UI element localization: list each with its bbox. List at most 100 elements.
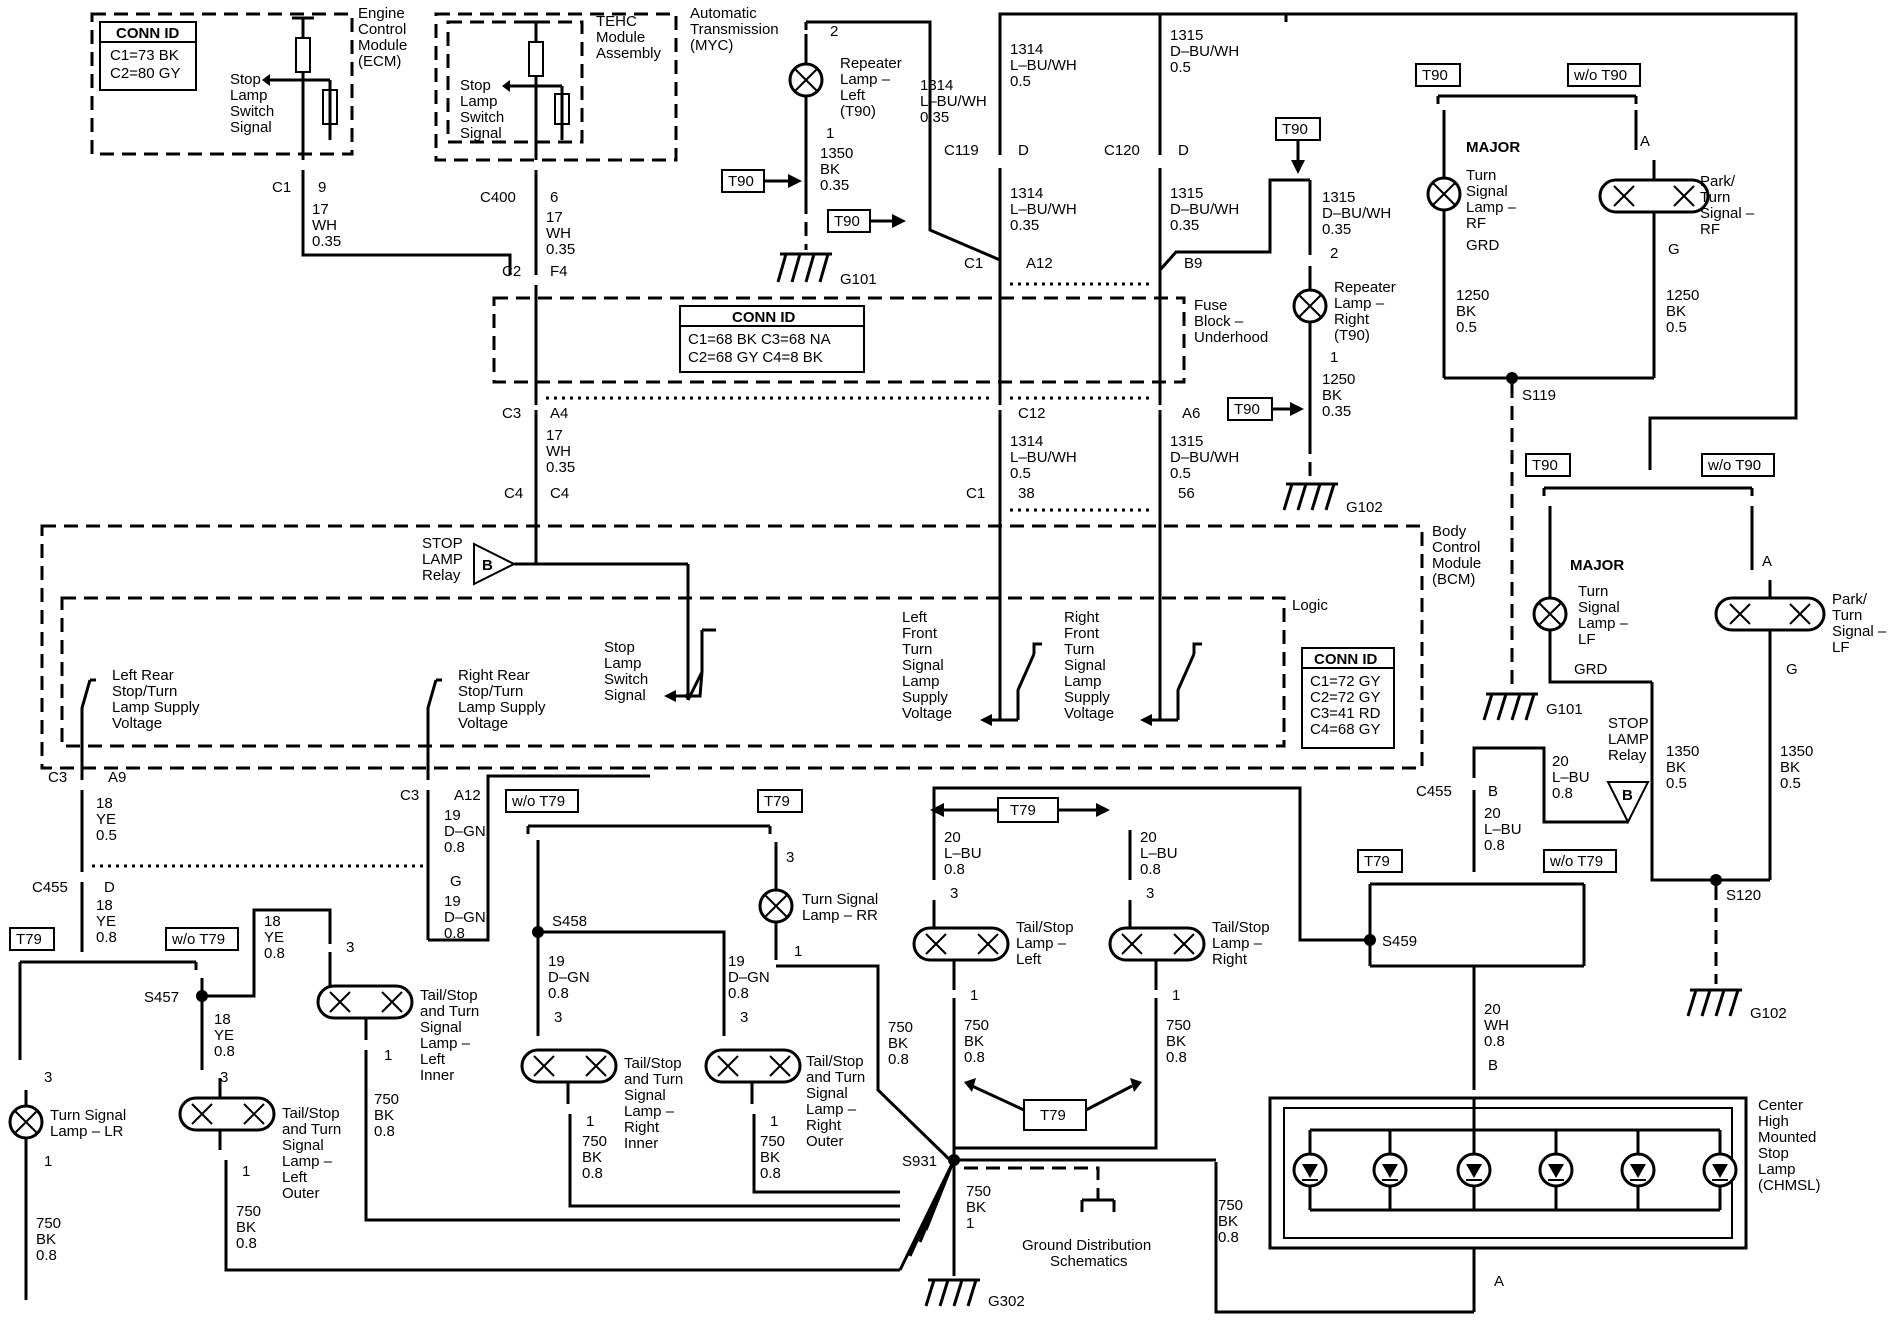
wire-label: 0.35 <box>1322 403 1351 420</box>
bcm-label: (BCM) <box>1432 571 1475 588</box>
wire-label: 1314 <box>920 77 953 94</box>
ecm-conn-id-line: C2=80 GY <box>110 65 180 82</box>
front-turn-wires: 1314 L–BU/WH 0.35 1314 L–BU/WH 0.5 C119 … <box>920 12 1798 470</box>
chmsl-lamp: Center High Mounted Stop Lamp (CHMSL) A <box>1214 1096 1821 1314</box>
lamp-label: Lamp – <box>1466 199 1517 216</box>
tehc-signal-label: Switch <box>460 109 504 126</box>
wire-label: 0.35 <box>312 233 341 250</box>
wire-label: 0.8 <box>214 1043 235 1060</box>
bcm-text: Lamp <box>902 673 940 690</box>
splice-label: S459 <box>1382 933 1417 950</box>
lamp-label: Signal – <box>1700 205 1755 222</box>
rf-lamps: T90 w/o T90 MAJOR Turn Signal Lamp – RF … <box>1415 63 1755 690</box>
wire-label: 0.8 <box>888 1051 909 1068</box>
wire-label: 0.8 <box>1484 1033 1505 1050</box>
option-tag: T90 <box>1282 121 1308 138</box>
ground-label: G101 <box>840 271 877 288</box>
connector-pin: 1 <box>770 1113 778 1130</box>
bcm-conn-id-line: C1=72 GY <box>1310 673 1380 690</box>
connector-pin: F4 <box>550 263 568 280</box>
rear-center-wiring: S458 19 D–GN 0.8 19 D–GN 0.8 3 3 Tail/St… <box>520 840 952 1208</box>
connector-label: C2 <box>502 263 521 280</box>
lamp-label: Tail/Stop <box>282 1105 340 1122</box>
myc-label: Transmission <box>690 21 779 38</box>
wire-label: 0.8 <box>582 1165 603 1182</box>
connector-pin: 3 <box>950 885 958 902</box>
connector-pin: G <box>1668 241 1680 258</box>
stop-lamp-relay-right <box>1606 781 1650 825</box>
connector-pin: 2 <box>1330 245 1338 262</box>
stop-lamp-relay <box>473 542 517 586</box>
wire-label: 1315 <box>1170 433 1203 450</box>
wire-label: L–BU/WH <box>1010 201 1077 218</box>
wire-label: 1350 <box>1780 743 1813 760</box>
led-icon <box>1620 1130 1656 1210</box>
connector-pin: A9 <box>108 769 126 786</box>
led-icon <box>1456 1098 1492 1210</box>
wire-label: 0.35 <box>1010 217 1039 234</box>
wire-label: 0.8 <box>444 925 465 942</box>
relay-label: Relay <box>1608 747 1647 764</box>
connector-pin: A <box>1494 1273 1504 1290</box>
wire-label: 750 <box>964 1017 989 1034</box>
ecm-signal-label: Switch <box>230 103 274 120</box>
wire-label: 18 <box>96 897 113 914</box>
relay-label: LAMP <box>422 551 463 568</box>
repeater-lamp-left: 2 Repeater Lamp – Left (T90) 1 1350 BK 0… <box>721 20 1001 288</box>
wire-label: 0.5 <box>1010 73 1031 90</box>
wire-label: 1250 <box>1666 287 1699 304</box>
body-control-module: Body Control Module (BCM) Logic CONN ID … <box>40 523 1481 780</box>
connector-pin: 6 <box>550 189 558 206</box>
wire-label: 1314 <box>1010 185 1043 202</box>
ground-dist-label: Schematics <box>1050 1253 1128 1270</box>
stop-switch-wires: C1 9 17 WH 0.35 C400 6 17 WH 0.35 C2 F4 <box>272 170 575 280</box>
chmsl-label: (CHMSL) <box>1758 1177 1821 1194</box>
wire-label: 750 <box>236 1203 261 1220</box>
connector-pin: 3 <box>554 1009 562 1026</box>
bcm-conn-id-line: C2=72 GY <box>1310 689 1380 706</box>
grd-label: GRD <box>1574 661 1608 678</box>
lamp-label: Signal <box>1466 183 1508 200</box>
wire-label: 750 <box>1218 1197 1243 1214</box>
bcm-conn-id-line: C3=41 RD <box>1310 705 1381 722</box>
myc-label: (MYC) <box>690 37 733 54</box>
bcm-text: Stop/Turn <box>112 683 177 700</box>
wire-label: 20 <box>1484 1001 1501 1018</box>
splice-label: S457 <box>144 989 179 1006</box>
wire-label: 750 <box>582 1133 607 1150</box>
wire-label: YE <box>214 1027 234 1044</box>
wire-label: 18 <box>96 795 113 812</box>
ground-g101-top: G101 <box>776 252 877 288</box>
major-label: MAJOR <box>1570 557 1624 574</box>
bcm-text: Front <box>902 625 938 642</box>
wire-label: 1350 <box>820 145 853 162</box>
bcm-label: Module <box>1432 555 1481 572</box>
wire-label: 18 <box>214 1011 231 1028</box>
lamp-label: Left <box>1016 951 1042 968</box>
relay-letter: B <box>482 557 493 574</box>
wire-label: L–BU <box>944 845 982 862</box>
rear-left-wiring: C3 A9 18 YE 0.5 C455 D 18 YE 0.8 T79 w/o… <box>8 769 900 1300</box>
connector-pin: 1 <box>1330 349 1338 366</box>
wire-label: BK <box>1666 759 1686 776</box>
connector-label: C1 <box>272 179 291 196</box>
lamp-label: Turn <box>1700 189 1730 206</box>
wire-label: 0.35 <box>1170 217 1199 234</box>
tehc-signal-label: Signal <box>460 125 502 142</box>
lamp-label: Tail/Stop <box>420 987 478 1004</box>
ground-label: G102 <box>1750 1005 1787 1022</box>
lamp-label: Right <box>1334 311 1370 328</box>
wire-label: D–BU/WH <box>1170 449 1239 466</box>
connector-pin: A <box>1640 133 1650 150</box>
connector-pin: B <box>1488 1057 1498 1074</box>
wire-label: 19 <box>548 953 565 970</box>
wire-label: 750 <box>374 1091 399 1108</box>
wire-label: 19 <box>728 953 745 970</box>
connector-label: C455 <box>32 879 68 896</box>
connector-pin: 3 <box>740 1009 748 1026</box>
connector-pin: 3 <box>786 849 794 866</box>
option-tag: T79 <box>16 931 42 948</box>
bcm-text: Lamp Supply <box>458 699 546 716</box>
connector-pin: B9 <box>1184 255 1202 272</box>
